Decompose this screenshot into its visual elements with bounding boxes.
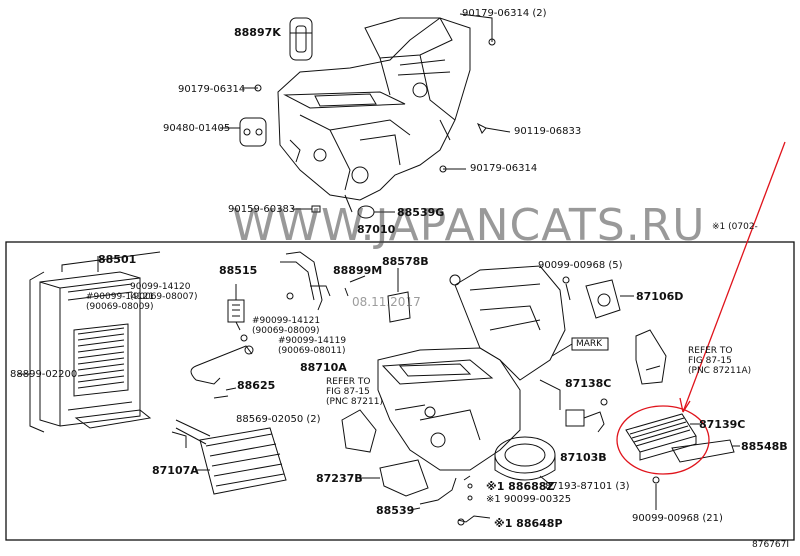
label-88548b: 88548B	[741, 440, 788, 453]
label-87193-87101: 87193-87101 (3)	[545, 481, 630, 492]
label-88648p: ※1 88648P	[494, 517, 563, 530]
label-90099-14121-b: #90099-14121	[252, 316, 321, 326]
label-90069-08011: (90069-08011)	[278, 346, 346, 356]
label-87010: 87010	[357, 223, 396, 236]
highlight-circle	[616, 405, 710, 475]
highlight-annotation	[616, 141, 786, 475]
watermark-site: WWW.JAPANCATS.RU	[232, 200, 706, 251]
label-90480-01405: 90480-01405	[163, 123, 231, 134]
heater-core-87107a	[171, 419, 287, 495]
label-88501: 88501	[98, 253, 137, 266]
label-90099-00968-21: 90099-00968 (21)	[632, 513, 723, 524]
label-88539: 88539	[376, 504, 415, 517]
refer-right-3: (PNC 87211A)	[688, 366, 752, 376]
label-88899m: 88899M	[333, 264, 383, 277]
label-88569-02050: 88569-02050 (2)	[236, 414, 321, 425]
label-88688z: ※1 88688Z	[486, 480, 555, 493]
refer-left-1: REFER TO	[326, 377, 371, 387]
lower-blower-unit	[377, 265, 566, 481]
cabin-filter-87139c	[625, 413, 697, 461]
label-90119-06833: 90119-06833	[514, 126, 582, 137]
label-87103b: 87103B	[560, 451, 607, 464]
label-88897k: 88897K	[234, 26, 281, 39]
label-87139c: 87139C	[699, 418, 746, 431]
refer-right-1: REFER TO	[688, 346, 733, 356]
label-87107a: 87107A	[152, 464, 199, 477]
refer-right-2: FIG 87-15	[688, 356, 732, 366]
refer-left-3: (PNC 87211)	[326, 397, 383, 407]
upper-heater-unit	[277, 17, 471, 201]
watermark-date: 08.11.2017	[352, 295, 421, 309]
label-90179-06314-a: 90179-06314	[178, 84, 246, 95]
label-87237b: 87237B	[316, 472, 363, 485]
evaporator-88501	[29, 251, 161, 433]
label-88899-02200: 88899-02200	[10, 369, 78, 380]
label-90099-14119: #90099-14119	[278, 336, 347, 346]
label-87138c: 87138C	[565, 377, 612, 390]
mark-label: MARK	[576, 339, 603, 349]
label-90099-14120: 90099-14120	[130, 282, 191, 292]
label-87106d: 87106D	[636, 290, 684, 303]
figure-id: 876767I	[752, 540, 790, 550]
label-90069-08007: (90069-08007)	[130, 292, 198, 302]
seal-88897k	[289, 17, 313, 61]
refer-left-2: FIG 87-15	[326, 387, 370, 397]
label-88710a: 88710A	[300, 361, 347, 374]
label-90069-08009-b: (90069-08009)	[252, 326, 320, 336]
label-90099-00325: ※1 90099-00325	[486, 494, 572, 505]
label-90179-06314-b: 90179-06314	[470, 163, 538, 174]
label-90069-08009-a: (90069-08009)	[86, 302, 154, 312]
highlight-arrow	[682, 141, 786, 413]
label-88539g: 88539G	[397, 206, 445, 219]
label-88515: 88515	[219, 264, 258, 277]
label-90099-14121-a: #90099-14121	[86, 292, 155, 302]
label-88625: 88625	[237, 379, 276, 392]
top-note: ※1 (0702-	[712, 222, 758, 232]
label-90179-06314-2: 90179-06314 (2)	[462, 8, 547, 19]
label-90099-00968-5: 90099-00968 (5)	[538, 260, 623, 271]
label-88578b: 88578B	[382, 255, 429, 268]
label-90159-60383: 90159-60383	[228, 204, 296, 215]
